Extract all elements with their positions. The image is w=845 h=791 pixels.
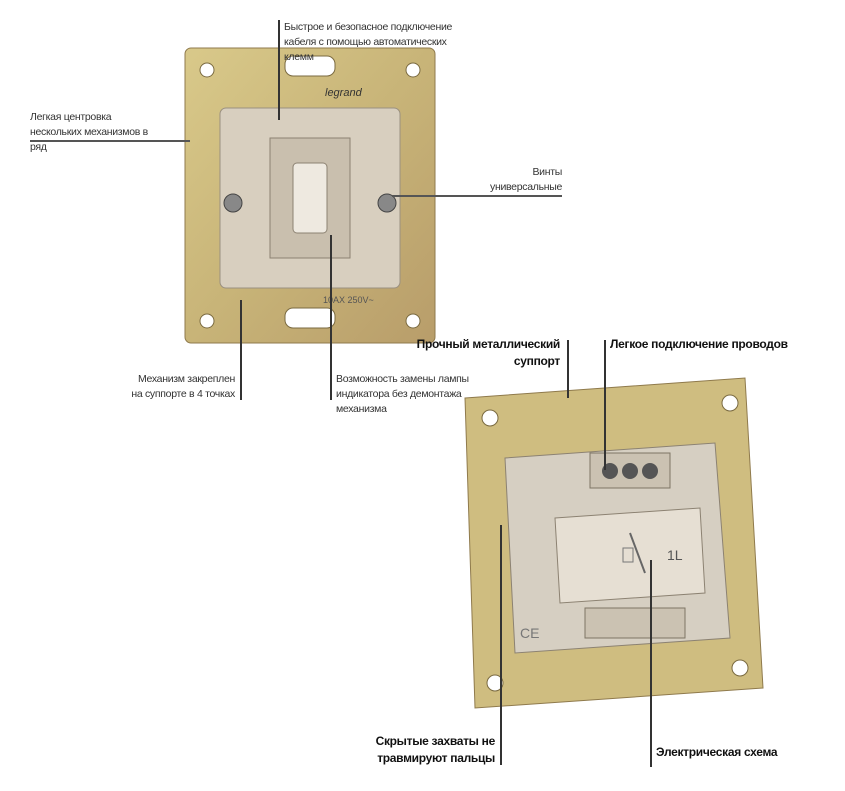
callout-screws: Винты универсальные	[490, 166, 563, 193]
callout-line	[500, 525, 502, 765]
callout-lamp-replacement: Возможность замены лампы индикатора без …	[336, 373, 469, 415]
callout-fixed-4-points: Механизм закреплен на суппорте в 4 точка…	[131, 373, 235, 400]
callout-line	[30, 140, 190, 142]
callout-hidden-clips: Скрытые захваты не травмируют пальцы	[375, 734, 496, 765]
switch-back-illustration: 1L CE	[464, 377, 764, 709]
ce-mark: CE	[520, 625, 539, 641]
callout-line	[278, 20, 280, 120]
callout-cable-connection: Быстрое и безопасное подключение кабеля …	[284, 21, 453, 63]
circuit-label: 1L	[667, 547, 683, 563]
rating-mark: 10AX 250V~	[323, 295, 374, 305]
callout-centering: Легкая центровка нескольких механизмов в…	[30, 111, 148, 153]
callout-circuit: Электрическая схема	[656, 745, 778, 759]
callout-line	[240, 300, 242, 400]
callout-wire-connection: Легкое подключение проводов	[610, 337, 788, 351]
callout-line	[650, 560, 652, 767]
callout-line	[330, 235, 332, 400]
callout-line	[392, 195, 562, 197]
callout-line	[604, 340, 606, 470]
brand-mark: legrand	[325, 87, 363, 99]
switch-front-illustration: legrand 10AX 250V~	[184, 47, 436, 344]
callout-metal-support: Прочный металлический суппорт	[416, 337, 561, 368]
callout-line	[567, 340, 569, 398]
